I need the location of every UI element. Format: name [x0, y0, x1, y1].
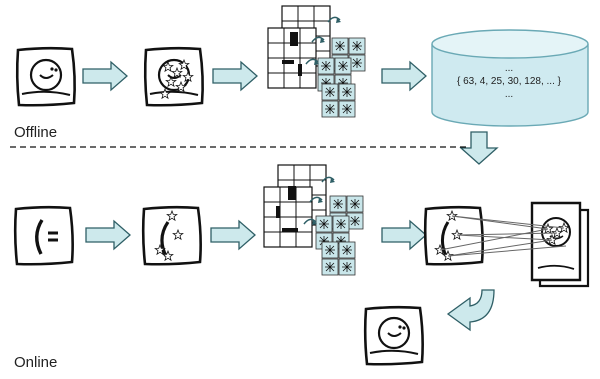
- online-keypoint-sketch: [141, 205, 202, 266]
- offline-patch-extraction: [267, 5, 365, 117]
- database-contents: ... { 63, 4, 25, 30, 128, ... } ...: [434, 62, 584, 101]
- offline-input-sketch: [15, 46, 76, 107]
- database-values: { 63, 4, 25, 30, 128, ... }: [457, 76, 561, 87]
- arrow-down-icon: [459, 131, 499, 165]
- result-sketch: [363, 305, 424, 366]
- arrow-right-icon: [85, 220, 131, 250]
- database-cylinder-icon: [431, 29, 589, 127]
- arrow-right-icon: [381, 61, 427, 91]
- retrieved-sketch-stack: [530, 201, 590, 288]
- curved-arrow-icon: [446, 289, 495, 332]
- match-lines: [439, 215, 567, 257]
- online-input-sketch: [13, 205, 74, 266]
- database-top-ellipsis: ...: [504, 63, 514, 74]
- online-query-sketch: [423, 205, 484, 266]
- database-bottom-ellipsis: ...: [504, 89, 514, 100]
- arrow-right-icon: [381, 220, 427, 250]
- offline-keypoint-sketch: [143, 46, 204, 107]
- online-label: Online: [14, 354, 58, 371]
- arrow-right-icon: [212, 61, 258, 91]
- offline-label: Offline: [14, 124, 58, 141]
- online-patch-extraction: [263, 164, 363, 275]
- arrow-right-icon: [210, 220, 256, 250]
- arrow-right-icon: [82, 61, 128, 91]
